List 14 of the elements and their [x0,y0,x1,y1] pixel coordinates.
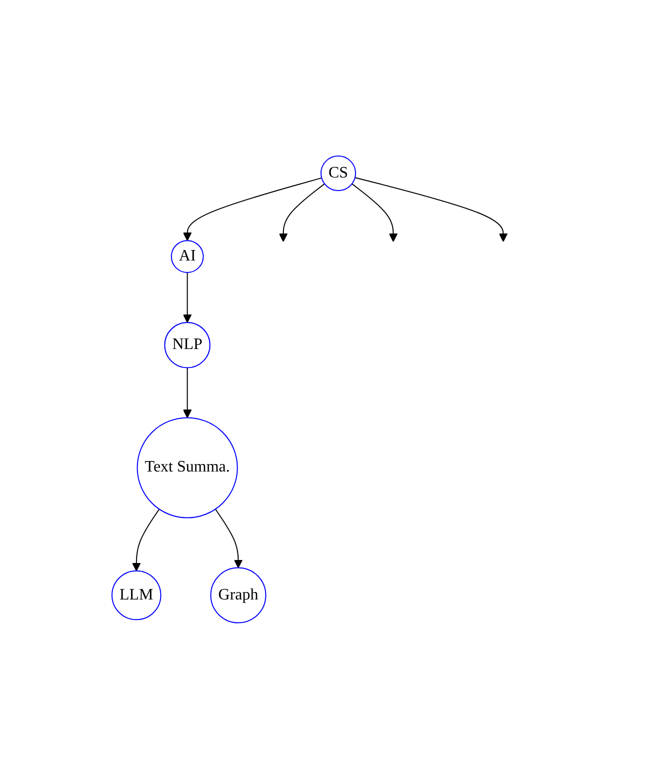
arrow [182,366,192,418]
arrow [354,176,508,242]
arrow [182,272,192,322]
node-circle: Graph [210,566,266,623]
node-circle: AI [170,240,204,273]
arrow [351,182,398,242]
arrow [182,177,322,241]
arrow [132,508,160,571]
node-circle: LLM [111,570,162,620]
arrow [278,182,325,242]
node-circle: NLP [164,322,210,368]
node-circle: CS [320,155,356,191]
arrow [214,508,243,568]
node-circle: Text Summa. [136,416,238,518]
